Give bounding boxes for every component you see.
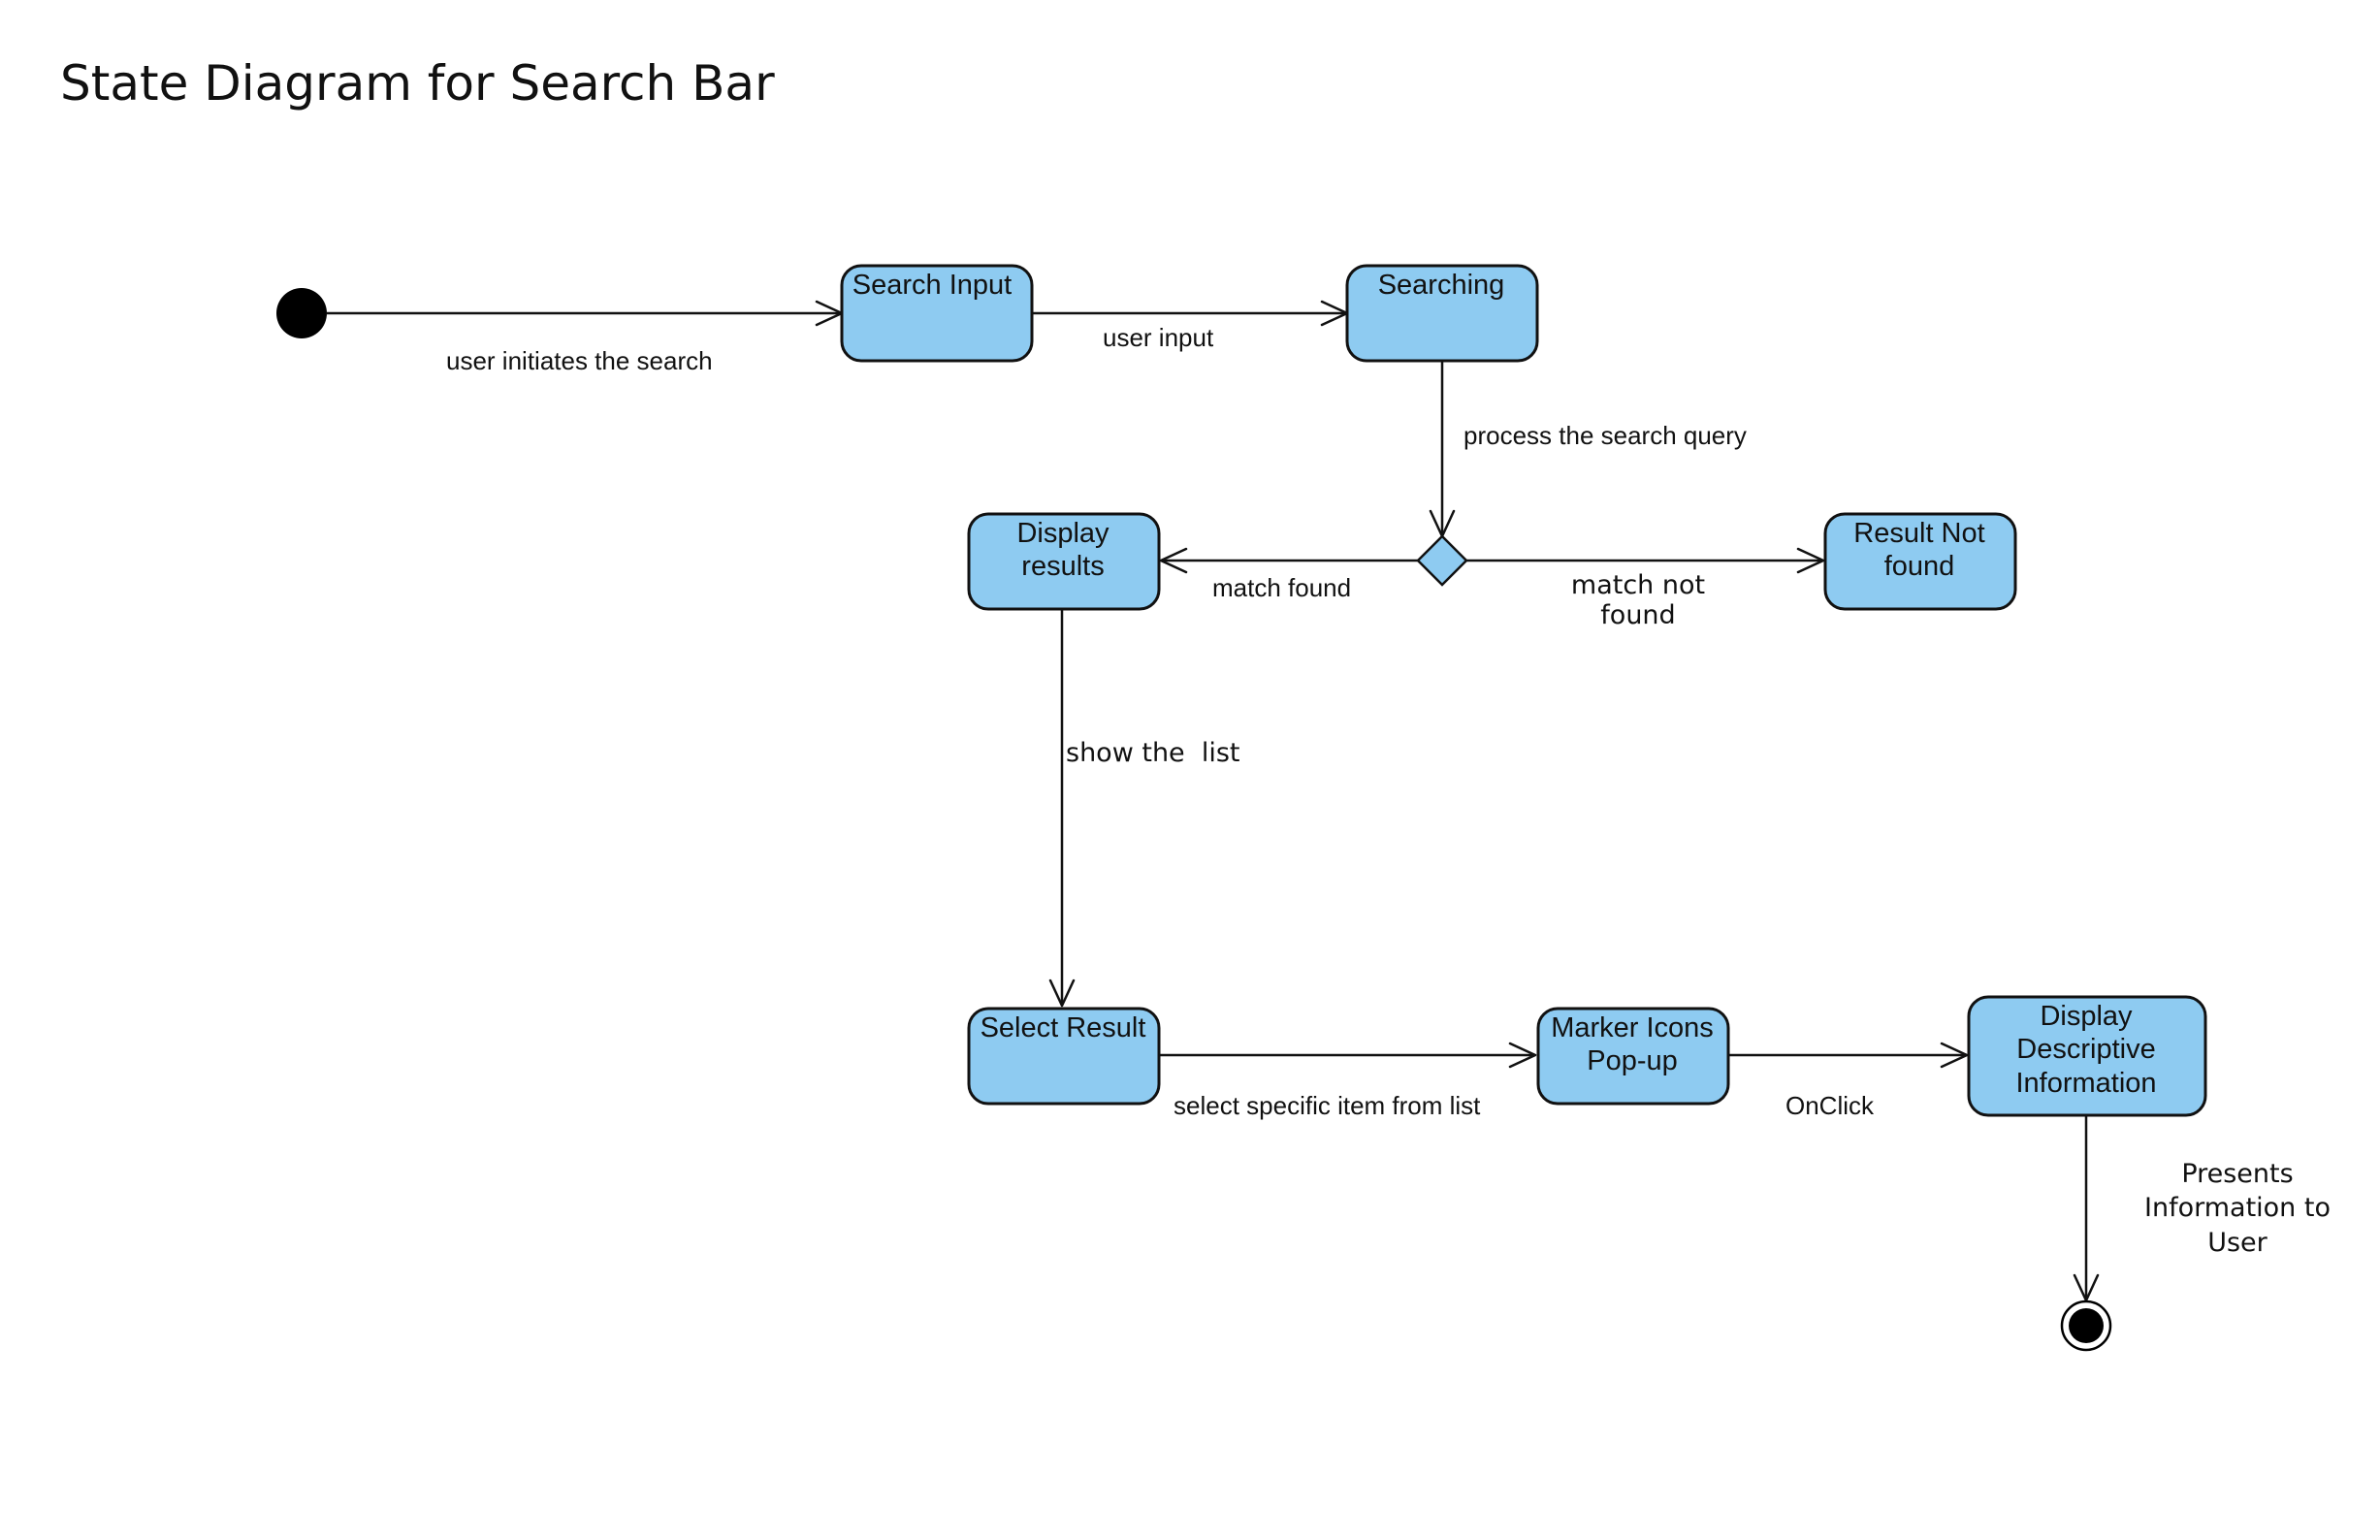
label-show-list: show the list [1066,738,1240,768]
label-user-input: user input [1103,323,1214,352]
label-select-item: select specific item from list [1174,1091,1481,1120]
state-display-descriptive-information: Display Descriptive Information [1967,995,2207,1117]
state-box [1345,264,1539,363]
state-box [1823,512,2017,611]
state-label: Searching [1378,270,1505,301]
state-box [1967,995,2207,1117]
state-box [1536,1007,1730,1106]
edges [327,300,2100,1302]
diagram-title: State Diagram for Search Bar [60,55,775,112]
state-marker-icons-popup: Marker Icons Pop-up [1536,1007,1730,1106]
label-onclick: OnClick [1785,1091,1875,1120]
state-box [967,512,1161,611]
label-presents-line-3: User [2207,1228,2267,1258]
label-user-initiates: user initiates the search [446,346,713,375]
state-box [840,264,1034,363]
arrowhead [1159,547,1188,574]
label-match-found: match found [1212,573,1351,602]
state-box [967,1007,1161,1106]
state-label-line-1: Display [2040,1001,2133,1032]
decision-node [1416,534,1468,587]
state-label-line-1: Result Not [1853,518,1984,549]
label-presents-line-1: Presents [2181,1159,2293,1189]
state-select-result: Select Result [967,1007,1161,1106]
state-label-line-1: Marker Icons [1551,1012,1714,1043]
state-display-results: Display results [967,512,1161,611]
arrowhead [1048,979,1076,1008]
initial-state-node [276,288,327,338]
label-match-not-found-line-2: found [1600,600,1675,630]
label-presents-line-2: Information to [2144,1193,2331,1223]
label-match-not-found-line-1: match not [1571,570,1705,600]
state-label-line-2: Descriptive [2016,1034,2155,1065]
state-label-line-1: Display [1016,518,1110,549]
state-result-not-found: Result Not found [1823,512,2017,611]
final-state-dot [2069,1308,2104,1343]
state-label: Select Result [981,1012,1146,1043]
arrowhead [1940,1042,1969,1069]
arrowhead [1796,547,1825,574]
label-process-query: process the search query [1463,421,1747,450]
state-label-line-3: Information [2015,1068,2156,1099]
state-searching: Searching [1345,264,1539,363]
state-label: Search Input [852,270,1012,301]
state-search-input: Search Input [840,264,1034,363]
final-state-node [2060,1299,2112,1352]
arrowhead [1508,1042,1537,1069]
state-label-line-2: results [1021,551,1104,582]
state-label-line-2: Pop-up [1587,1045,1678,1076]
state-label-line-2: found [1884,551,1955,582]
